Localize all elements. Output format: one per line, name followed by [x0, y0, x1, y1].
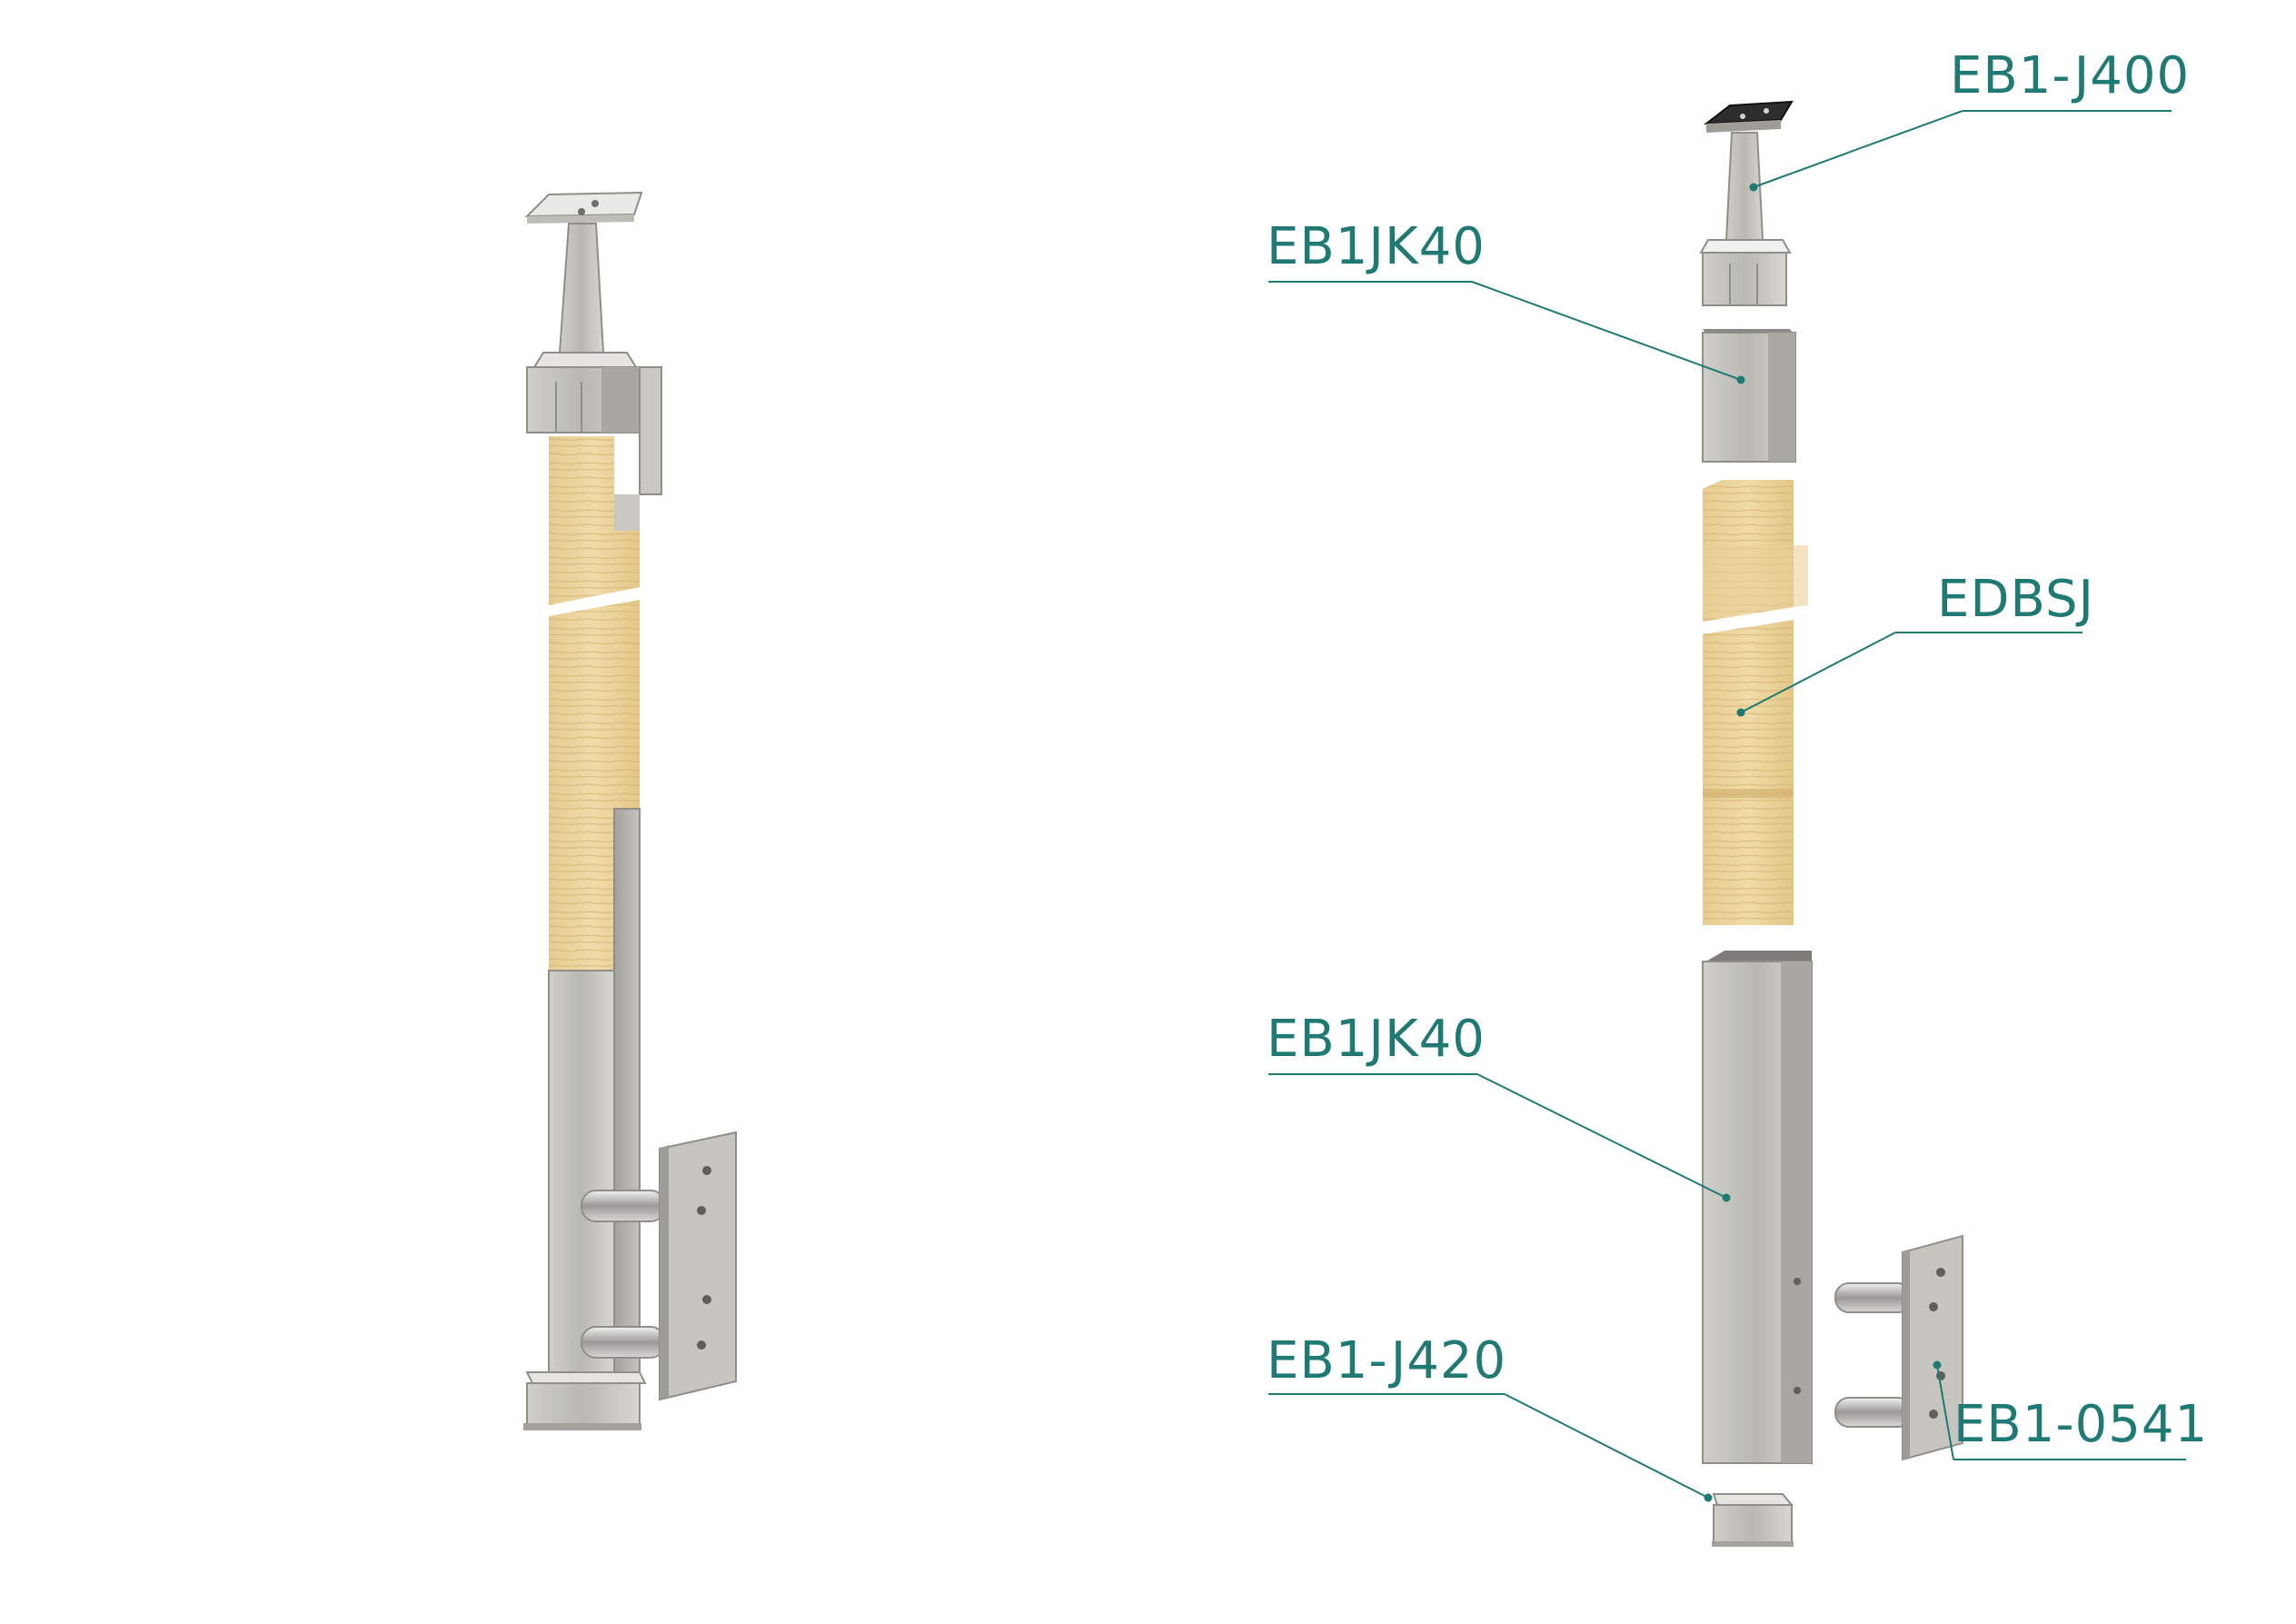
assembled-top-sleeve [526, 366, 662, 495]
assembled-handrail-saddle [524, 191, 643, 368]
leader-lines [1268, 110, 2186, 1502]
exploded-side-bracket [1834, 1234, 1963, 1461]
assembled-lower-tube [548, 808, 641, 1380]
label-end-cap: EB1-J420 [1267, 1331, 1507, 1390]
leader-lower-tube [1268, 1073, 1731, 1202]
leader-end-cap [1268, 1393, 1713, 1502]
leader-side-mount-bracket [1933, 1360, 2186, 1460]
exploded-end-cap [1712, 1493, 1794, 1547]
assembled-wood-upper [549, 436, 640, 605]
leader-top-sleeve [1268, 281, 1745, 384]
exploded-lower-tube [1702, 951, 1813, 1464]
assembled-end-cap [523, 1371, 647, 1430]
label-lower-tube: EB1JK40 [1267, 1010, 1486, 1069]
leader-handrail-support [1749, 110, 2172, 192]
exploded-wood-insert [1703, 480, 1808, 925]
exploded-top-sleeve [1702, 329, 1796, 463]
label-handrail-support: EB1-J400 [1950, 46, 2191, 105]
assembled-post [523, 191, 737, 1430]
exploded-handrail-support [1699, 100, 1794, 306]
leader-wood-insert [1736, 632, 2082, 717]
label-side-mount-bracket: EB1-0541 [1953, 1395, 2209, 1454]
assembled-side-bracket [581, 1131, 737, 1401]
exploded-post [1699, 100, 1963, 1547]
assembled-wood-lower [549, 600, 640, 971]
label-top-sleeve: EB1JK40 [1267, 217, 1486, 276]
label-wood-insert: EDBSJ [1937, 570, 2094, 629]
